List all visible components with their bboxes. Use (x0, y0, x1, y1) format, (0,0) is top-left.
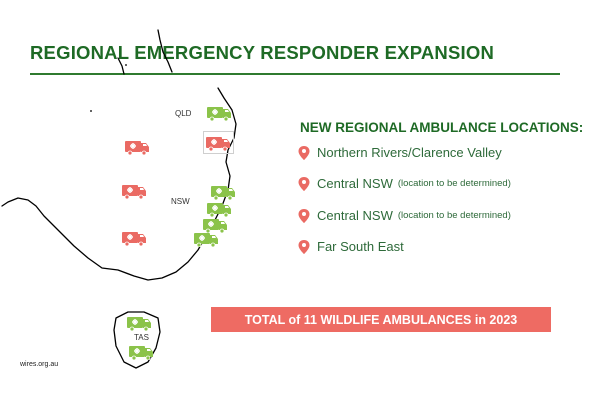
map-dot (125, 64, 127, 66)
new-ambulance-icon (125, 138, 150, 155)
title-divider (30, 73, 560, 75)
existing-ambulance-icon (203, 216, 228, 233)
location-item: Northern Rivers/Clarence Valley (298, 145, 502, 160)
location-note: (location to be determined) (397, 210, 511, 221)
location-name: Central NSW (317, 208, 393, 223)
existing-ambulance-icon (129, 343, 154, 360)
east-coast-outline (1, 87, 237, 281)
existing-ambulance-icon (194, 230, 219, 247)
map-pin-icon (298, 208, 310, 223)
map-pin-icon (298, 239, 310, 254)
cape-york-outline (157, 29, 173, 73)
existing-ambulance-icon (211, 183, 236, 200)
gulf-outline (117, 57, 125, 75)
new-ambulance-icon (122, 182, 147, 199)
map-dot (90, 110, 92, 112)
map-label-qld: QLD (175, 109, 192, 118)
existing-ambulance-icon (207, 104, 232, 121)
map-label-tas: TAS (134, 333, 149, 342)
new-ambulance-icon (122, 229, 147, 246)
location-item: Central NSW (location to be determined) (298, 208, 511, 223)
total-banner: TOTAL of 11 WILDLIFE AMBULANCES in 2023 (211, 307, 551, 332)
existing-ambulance-icon (127, 314, 152, 331)
location-name: Central NSW (317, 176, 393, 191)
location-name: Northern Rivers/Clarence Valley (317, 145, 502, 160)
map-pin-icon (298, 145, 310, 160)
location-item: Far South East (298, 239, 404, 254)
page-title: REGIONAL EMERGENCY RESPONDER EXPANSION (30, 42, 495, 63)
location-note: (location to be determined) (397, 178, 511, 189)
location-item: Central NSW (location to be determined) (298, 176, 511, 191)
total-banner-text: TOTAL of 11 WILDLIFE AMBULANCES in 2023 (244, 312, 518, 327)
location-name: Far South East (317, 239, 404, 254)
footer-url: wires.org.au (20, 361, 59, 368)
new-ambulance-icon (203, 131, 234, 154)
locations-heading: NEW REGIONAL AMBULANCE LOCATIONS: (300, 120, 584, 135)
map-pin-icon (298, 176, 310, 191)
existing-ambulance-icon (207, 200, 232, 217)
map-label-nsw: NSW (171, 197, 190, 206)
